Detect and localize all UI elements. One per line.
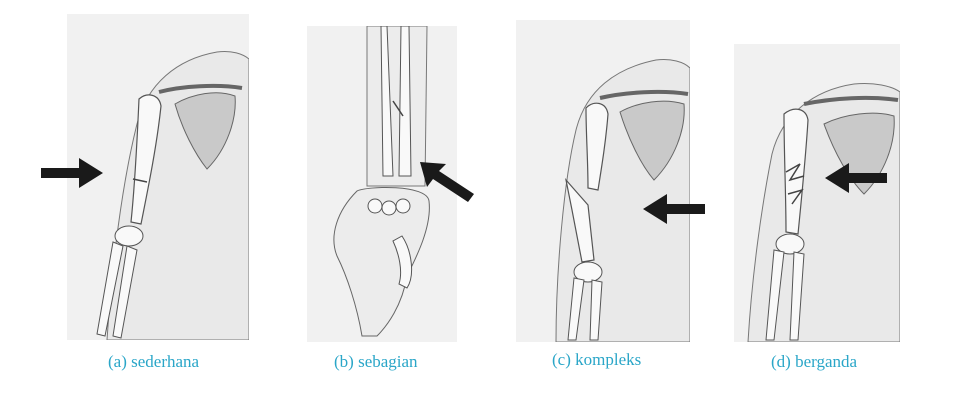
illustration-complex-fracture (516, 20, 690, 342)
arrow-right-icon (41, 157, 105, 194)
caption-complex: (c) kompleks (552, 350, 642, 369)
caption-simple: (a) sederhana (108, 352, 200, 371)
illustration-partial-fracture (307, 26, 457, 342)
arrow-left-icon (643, 193, 705, 230)
caption-partial: (b) sebagian (334, 352, 418, 371)
arrow-left-icon (825, 162, 887, 199)
arrow-up-left-icon (418, 158, 476, 209)
caption-multiple: (d) berganda (771, 352, 858, 371)
illustration-multiple-fracture (734, 44, 900, 342)
illustration-simple-fracture (67, 14, 249, 340)
